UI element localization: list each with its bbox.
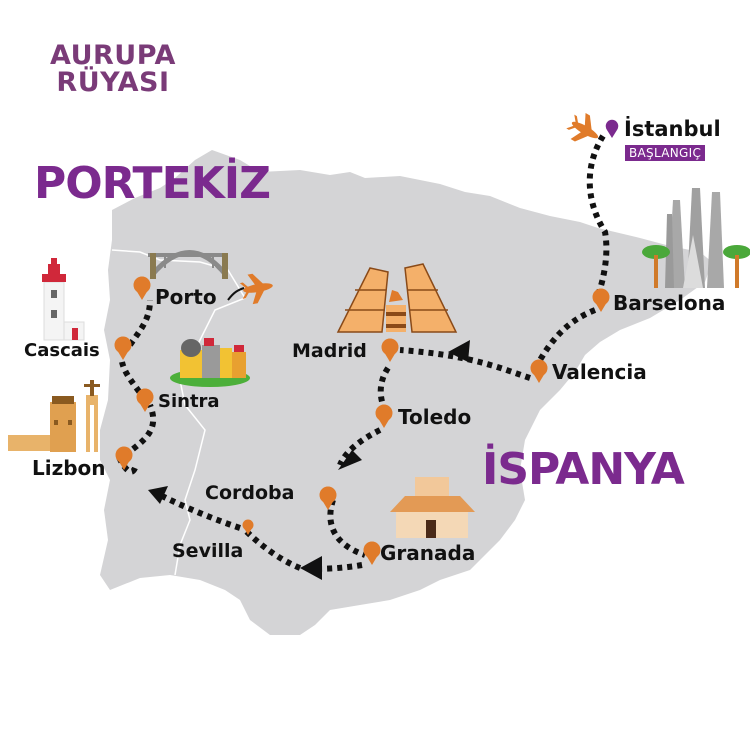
city-label-toledo: Toledo	[398, 405, 472, 429]
city-label-cordoba: Cordoba	[205, 482, 295, 504]
kio-towers-icon	[336, 263, 458, 333]
start-badge: BAŞLANGIÇ	[625, 145, 706, 161]
pin-sintra	[136, 388, 154, 412]
brand-title-line1: AURUPA	[50, 40, 176, 71]
alhambra-icon	[390, 477, 475, 538]
city-label-sevilla: Sevilla	[172, 540, 244, 562]
pin-istanbul	[605, 119, 619, 138]
cascais-lighthouse-icon	[42, 258, 85, 341]
city-label-lizbon: Lizbon	[32, 456, 106, 480]
country-label-portugal: PORTEKİZ	[34, 158, 271, 209]
city-label-sintra: Sintra	[158, 391, 220, 412]
belem-tower-icon	[8, 380, 100, 452]
pin-toledo	[375, 404, 393, 428]
brand-title-line2: RÜYASI	[56, 67, 170, 98]
pin-barselona	[592, 288, 610, 312]
plane-trail	[227, 287, 245, 301]
pin-granada	[363, 541, 381, 565]
iberia-landmass	[100, 150, 712, 635]
map-pins	[114, 119, 619, 565]
city-label-istanbul: İstanbul	[624, 117, 721, 141]
pin-madrid	[381, 338, 399, 362]
city-label-valencia: Valencia	[552, 360, 647, 384]
dom-luis-bridge-icon	[148, 250, 228, 279]
city-label-granada: Granada	[380, 541, 476, 565]
country-label-spain: İSPANYA	[482, 444, 685, 495]
pin-porto	[133, 276, 151, 300]
pin-sevilla	[242, 519, 254, 535]
city-label-madrid: Madrid	[292, 340, 367, 362]
brand-title: AURUPA RÜYASI	[50, 42, 176, 96]
airplane-icon	[566, 113, 599, 142]
city-label-barselona: Barselona	[613, 291, 726, 315]
pin-lizbon	[115, 446, 133, 470]
pin-cascais	[114, 336, 132, 360]
airplane-icon-porto	[239, 273, 273, 305]
route-path	[115, 134, 610, 572]
pin-cordoba	[319, 486, 337, 510]
city-label-cascais: Cascais	[24, 340, 100, 361]
sagrada-familia-icon	[642, 188, 750, 288]
city-label-porto: Porto	[155, 285, 217, 309]
pena-palace-icon	[170, 338, 250, 387]
pin-valencia	[530, 359, 548, 383]
route-arrows	[148, 340, 470, 580]
